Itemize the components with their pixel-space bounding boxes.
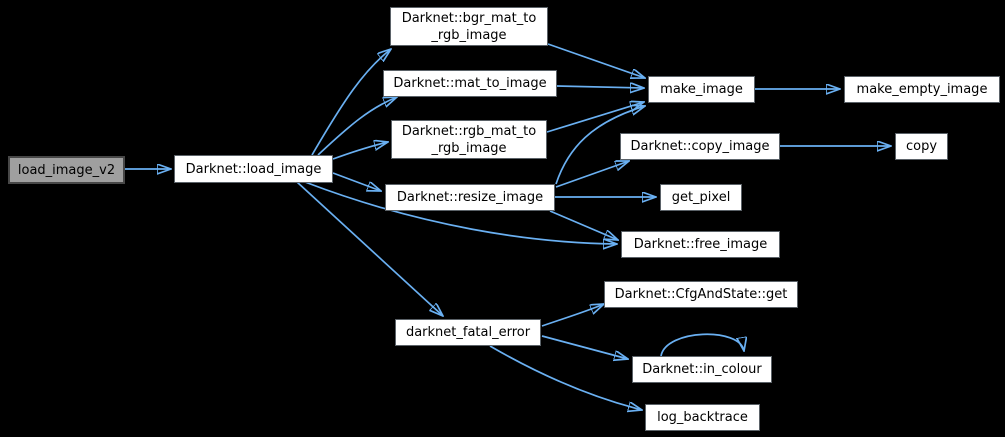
edge-darknet_fatal_error-to-cfg_and_state_get <box>541 304 604 327</box>
edge-darknet_load_image-to-resize_image <box>332 172 381 191</box>
edge-resize_image-to-copy_image <box>555 161 629 188</box>
edge-in_colour-self-loop <box>660 333 744 357</box>
node-darknet-mat-to-image[interactable]: Darknet::mat_to_image <box>383 70 557 97</box>
node-darknet-rgb-mat-to-rgb-image[interactable]: Darknet::rgb_mat_to _rgb_image <box>391 120 547 159</box>
node-darknet-free-image[interactable]: Darknet::free_image <box>621 231 780 258</box>
edge-darknet_load_image-to-rgb_mat_to_rgb_image <box>332 142 388 160</box>
node-darknet-copy-image[interactable]: Darknet::copy_image <box>620 133 780 160</box>
edge-resize_image-to-make_image <box>555 106 645 185</box>
node-darknet-resize-image[interactable]: Darknet::resize_image <box>385 184 555 211</box>
node-darknet-bgr-mat-to-rgb-image[interactable]: Darknet::bgr_mat_to _rgb_image <box>390 7 548 46</box>
edge-darknet_load_image-to-mat_to_image <box>317 97 397 156</box>
node-make-image[interactable]: make_image <box>648 76 755 103</box>
node-copy[interactable]: copy <box>895 133 948 160</box>
node-darknet-fatal-error[interactable]: darknet_fatal_error <box>395 319 541 346</box>
edge-darknet_load_image-to-darknet_fatal_error <box>296 181 443 316</box>
edge-darknet_load_image-to-bgr_mat_to_rgb_image <box>311 49 391 156</box>
edge-resize_image-to-free_image <box>549 210 618 240</box>
node-darknet-in-colour[interactable]: Darknet::in_colour <box>632 356 772 383</box>
edge-darknet_load_image-to-free_image <box>304 181 617 244</box>
edge-mat_to_image-to-make_image <box>556 86 644 88</box>
node-get-pixel[interactable]: get_pixel <box>660 184 742 211</box>
node-make-empty-image[interactable]: make_empty_image <box>844 76 1000 103</box>
node-load-image-v2: load_image_v2 <box>8 156 125 184</box>
edge-darknet_fatal_error-to-log_backtrace <box>489 345 642 410</box>
edge-darknet_fatal_error-to-in_colour <box>541 335 628 359</box>
node-darknet-cfgandstate-get[interactable]: Darknet::CfgAndState::get <box>604 281 798 308</box>
edge-bgr_mat_to_rgb_image-to-make_image <box>547 43 645 78</box>
edge-rgb_mat_to_rgb_image-to-make_image <box>546 102 644 133</box>
node-darknet-load-image[interactable]: Darknet::load_image <box>174 155 333 183</box>
node-log-backtrace[interactable]: log_backtrace <box>645 404 760 431</box>
